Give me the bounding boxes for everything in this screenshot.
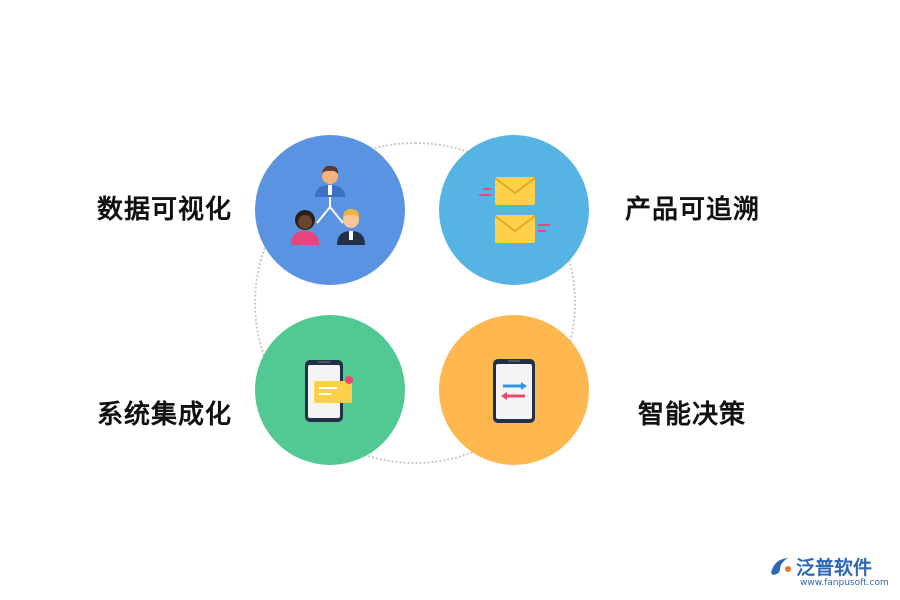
logo-url: www.fanpusoft.com	[800, 578, 889, 588]
phone-transfer-icon	[493, 359, 535, 423]
label-system-integration: 系统集成化	[97, 400, 233, 430]
label-product-traceability: 产品可追溯	[625, 195, 761, 225]
brand-logo: 泛普软件 www.fanpusoft.com	[768, 553, 893, 593]
dotted-ring	[254, 142, 576, 464]
mail-envelopes-icon	[479, 177, 550, 243]
logo-name: 泛普软件	[796, 557, 873, 579]
mail-envelopes-circle	[439, 135, 589, 285]
label-intelligent-decision: 智能决策	[638, 400, 747, 430]
people-network-icon	[291, 165, 365, 245]
logo-mark-icon	[771, 558, 791, 575]
people-network-circle	[255, 135, 405, 285]
label-data-visualization: 数据可视化	[97, 195, 233, 225]
phone-transfer-circle	[439, 315, 589, 465]
phone-message-icon	[305, 360, 353, 422]
phone-message-circle	[255, 315, 405, 465]
